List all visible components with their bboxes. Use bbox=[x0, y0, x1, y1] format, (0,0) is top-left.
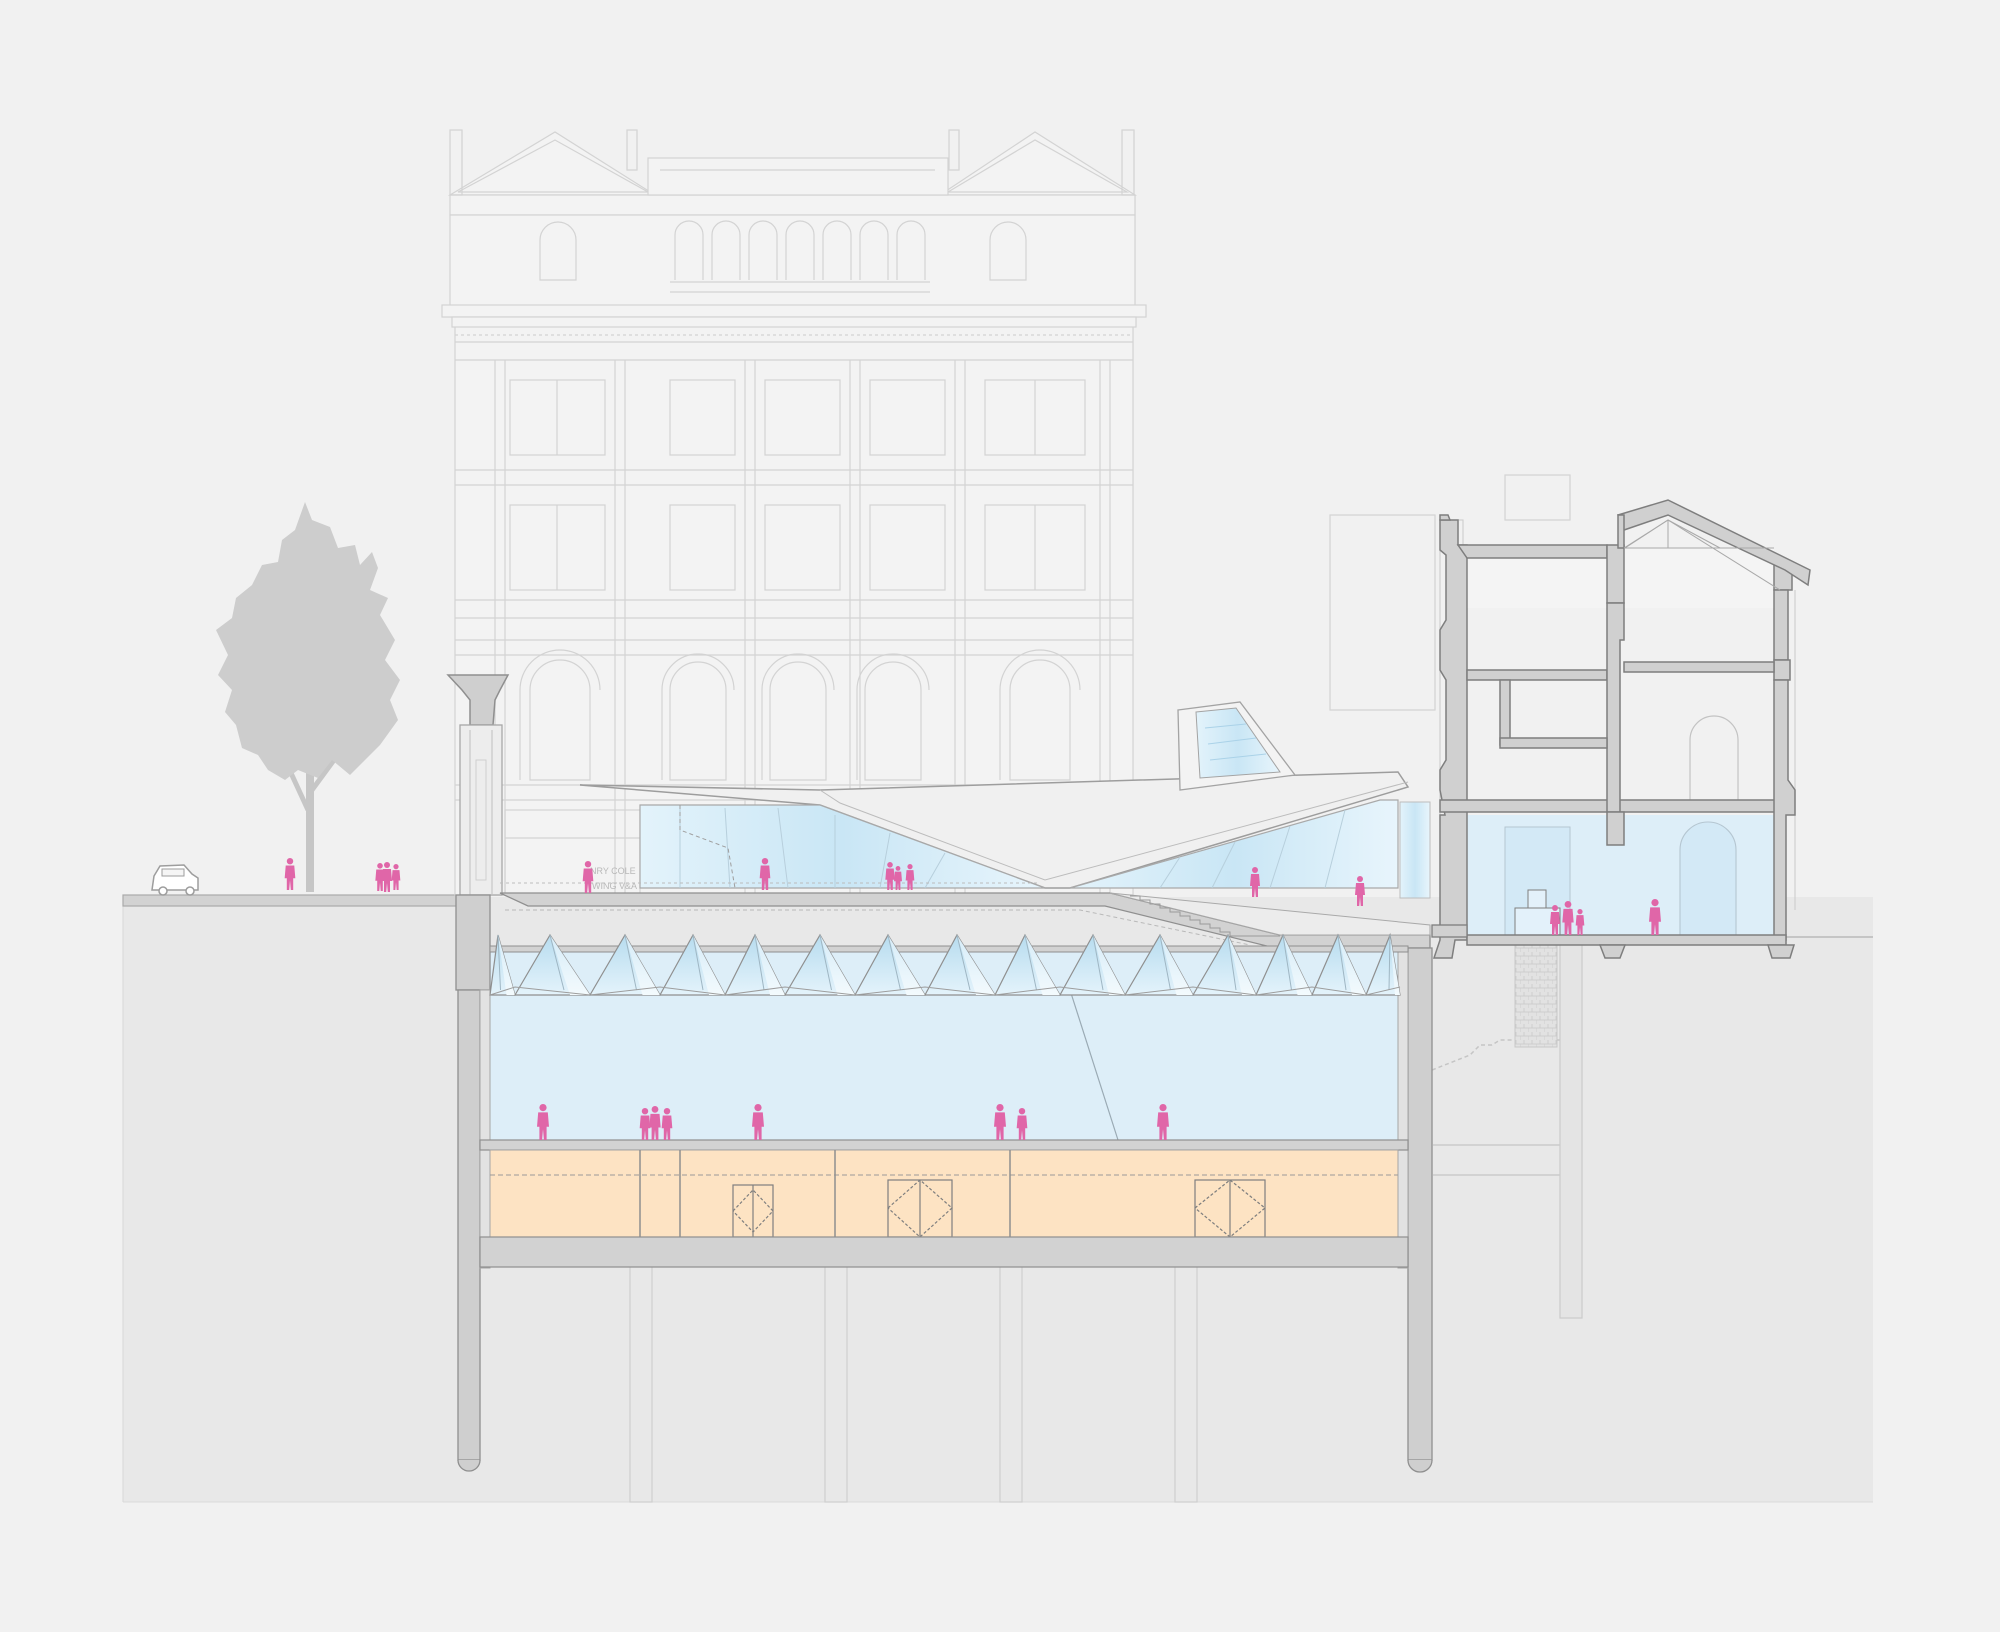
person-figure bbox=[284, 858, 296, 890]
courtyard-stair bbox=[1130, 895, 1280, 937]
facade-sign-line2: WING V&A bbox=[592, 881, 637, 891]
person-figure bbox=[382, 862, 392, 892]
car-icon bbox=[151, 864, 199, 896]
person-figure bbox=[582, 861, 594, 893]
person-figure bbox=[1016, 1108, 1028, 1140]
person-figure bbox=[1355, 876, 1365, 906]
person-figure bbox=[994, 1104, 1006, 1140]
person-figure bbox=[537, 1104, 549, 1140]
person-figure bbox=[1575, 909, 1585, 935]
person-figure bbox=[391, 864, 401, 890]
person-figure bbox=[639, 1108, 651, 1140]
person-figure bbox=[759, 858, 771, 890]
people-figures bbox=[284, 858, 1661, 1140]
person-figure bbox=[1562, 901, 1574, 935]
person-figure bbox=[894, 866, 902, 890]
screen-wall-pier bbox=[446, 674, 510, 896]
adjacent-building-section bbox=[1431, 499, 1811, 959]
person-figure bbox=[1157, 1104, 1169, 1140]
person-figure bbox=[1550, 905, 1560, 935]
person-figure bbox=[649, 1106, 661, 1140]
person-figure bbox=[885, 862, 895, 890]
facade-signage: NRY COLE WING V&A bbox=[590, 866, 637, 891]
person-figure bbox=[375, 863, 385, 891]
person-figure bbox=[1250, 867, 1260, 897]
person-figure bbox=[1649, 899, 1661, 935]
person-figure bbox=[661, 1108, 673, 1140]
tree bbox=[216, 502, 400, 892]
entrance-pavilion bbox=[500, 701, 1431, 899]
street-pavement bbox=[122, 894, 459, 907]
facade-sign-line1: NRY COLE bbox=[590, 866, 636, 876]
pyramid-rooflights bbox=[489, 932, 1401, 996]
person-figure bbox=[905, 864, 915, 890]
person-figure bbox=[752, 1104, 764, 1140]
